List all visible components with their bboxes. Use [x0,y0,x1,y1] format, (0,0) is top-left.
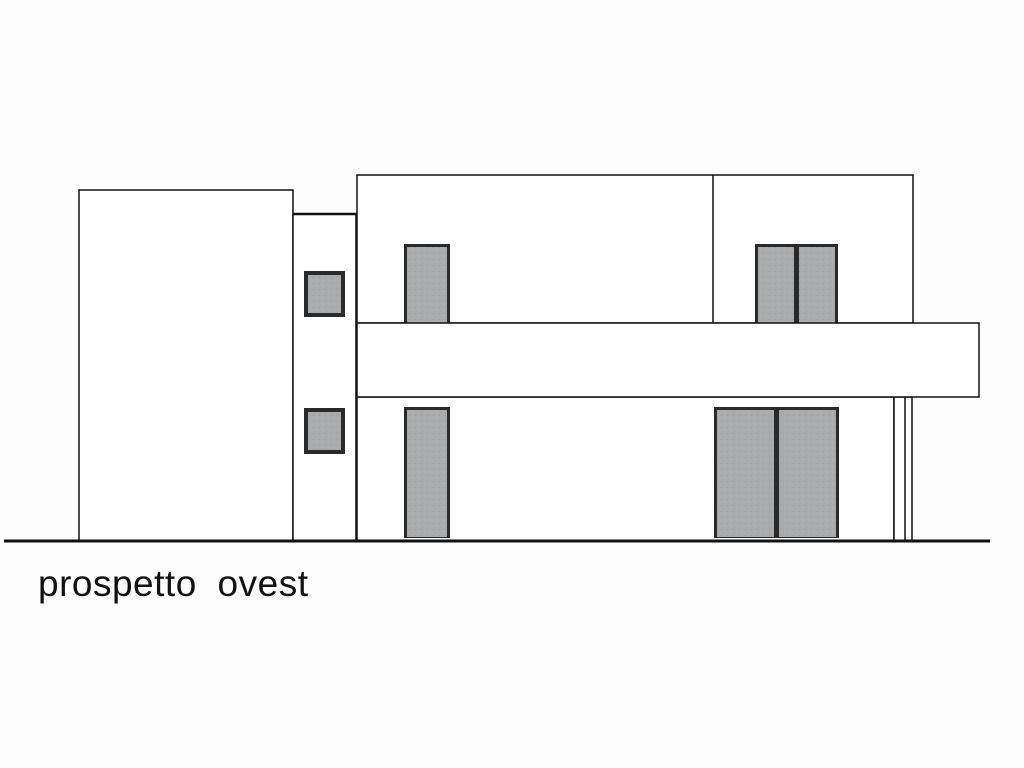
support-column [893,396,913,542]
small-window-lower [304,408,345,454]
cantilever-slab-band [356,322,980,398]
left-tall-block [78,189,294,542]
ground-door-left [404,407,450,538]
upper-window-left [404,244,450,323]
drawing-caption: prospetto ovest [38,563,309,604]
small-window-upper [304,271,345,317]
ground-sliding-door-right [714,407,839,538]
upper-window-right-double [755,244,838,323]
middle-stair-volume [292,213,357,542]
